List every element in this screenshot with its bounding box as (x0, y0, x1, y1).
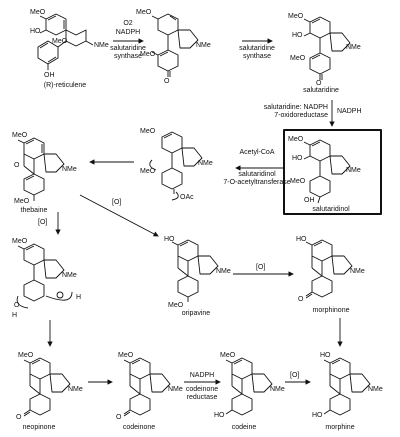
salutaridinol-ho-label: HO (292, 155, 303, 162)
codeinone-reductase-reagent: NADPH (189, 372, 215, 379)
reticuline-meo-label: MeO (30, 9, 46, 16)
mechanism-nme-label: NMe (62, 272, 77, 279)
salutaridine-meo-label: MeO (288, 13, 304, 20)
morphinone-nme-label: NMe (350, 268, 365, 275)
reticuline-name: (R)-reticulene (43, 82, 87, 89)
intermediate-meo-label: MeO (136, 9, 152, 16)
neopinone-meo-label: MeO (18, 352, 34, 359)
step1-reagent-nadph: NADPH (115, 29, 141, 36)
reticuline-oh-label: OH (44, 72, 55, 79)
intermediate-1-structure (151, 13, 199, 77)
reticuline-ho-label: HO (30, 28, 41, 35)
thebaine-meo2-label: MeO (14, 198, 30, 205)
oripavine-nme-label: NMe (216, 268, 231, 275)
salutaridinol-meo2-label: MeO (290, 178, 306, 185)
step3-enzyme-line2: 7-oxidoreductase (274, 112, 328, 119)
mechanism-h-label: H (12, 312, 18, 319)
salutaridine-meo2-label: MeO (290, 55, 306, 62)
step3-enzyme-line1: salutaridine: NADPH (263, 104, 328, 111)
mechanism-o-label: O (14, 302, 20, 309)
morphine-ho-label: HO (320, 352, 331, 359)
reticuline-structure (37, 13, 94, 70)
thebaine-structure (17, 137, 65, 201)
mechanism-h2-label: H (76, 294, 82, 301)
oxidation-label-3: [O] (256, 264, 266, 271)
oxidation-label-1: [O] (38, 219, 48, 226)
morphinone-ho-label: HO (296, 236, 307, 243)
morphine-structure (323, 357, 371, 416)
reticuline-nme-label: NMe (94, 42, 109, 49)
step1-enzyme-line2: synthase (113, 53, 143, 60)
acetate-structure (149, 131, 203, 201)
acetate-meo-label: MeO (140, 128, 156, 135)
step1-reagent-o2: O2 (123, 20, 133, 27)
step4-enzyme-line1: salutaridinol (238, 171, 276, 178)
codeine-structure (225, 357, 273, 416)
intermediate-meo2-label: MeO (140, 51, 156, 58)
salutaridinol-structure (303, 139, 351, 204)
mechanism-meo-label: MeO (12, 238, 28, 245)
neopinone-name: neopinone (22, 424, 56, 431)
morphine-name: morphine (325, 424, 355, 431)
codeinone-meo-label: MeO (118, 352, 134, 359)
intermediate-o-label: O (164, 78, 170, 85)
salutaridinol-oh-label: OH (304, 197, 315, 204)
neopinone-structure (23, 357, 71, 417)
acetate-nme-label: NMe (198, 160, 213, 167)
oripavine-meo-label: MeO (168, 302, 184, 309)
step2-enzyme-line1: salutaridine (239, 45, 275, 52)
step4-reagent: Acetyl-CoA (239, 149, 275, 156)
oripavine-name: oripavine (181, 310, 211, 317)
oripavine-ho-label: HO (164, 236, 175, 243)
salutaridine-name: salutaridine (303, 87, 339, 94)
oripavine-structure (171, 239, 219, 302)
acetate-meo2-label: MeO (140, 168, 156, 175)
salutaridine-ho-label: HO (292, 32, 303, 39)
mechanism-structure (16, 243, 73, 309)
oxidation-label-2: [O] (112, 199, 122, 206)
morphinone-structure (305, 239, 353, 299)
codeinone-name: codeinone (122, 424, 156, 431)
salutaridinol-name: salutaridinol (312, 206, 350, 213)
step3-reagent-nadph: NADPH (337, 108, 362, 115)
morphine-ho2-label: HO (312, 412, 323, 419)
codeine-nme-label: NMe (270, 386, 285, 393)
codeine-meo-label: MeO (220, 352, 236, 359)
morphinone-name: morphinone (312, 307, 350, 314)
thebaine-name: thebaine (20, 207, 48, 214)
codeine-ho-label: HO (214, 412, 225, 419)
salutaridine-structure (303, 16, 351, 80)
step1-enzyme-line1: salutaridine (110, 45, 146, 52)
codeinone-nme-label: NMe (168, 386, 183, 393)
salutaridinol-nme-label: NMe (346, 167, 361, 174)
salutaridine-o-label: O (316, 80, 322, 87)
acetate-oac-label: OAc (180, 194, 194, 201)
thebaine-meo-label: MeO (12, 132, 28, 139)
thebaine-o-label: O (14, 162, 20, 169)
salutaridinol-meo-label: MeO (288, 136, 304, 143)
neopinone-nme-label: NMe (68, 386, 83, 393)
step2-enzyme-line2: synthase (242, 53, 272, 60)
morphine-nme-label: NMe (368, 386, 383, 393)
reticuline-meo2-label: MeO (52, 38, 68, 45)
oxidation-label-4: [O] (290, 372, 300, 379)
neopinone-o-label: O (16, 414, 22, 421)
intermediate-nme-label: NMe (196, 42, 211, 49)
codeinone-o-label: O (116, 414, 122, 421)
codeinone-reductase-line2: reductase (186, 394, 218, 401)
arrow-thebaine-to-oripavine (79, 194, 159, 237)
morphinone-o-label: O (298, 296, 304, 303)
codeinone-reductase-line1: codeinone (185, 386, 219, 393)
codeine-name: codeine (231, 424, 257, 431)
thebaine-nme-label: NMe (62, 166, 77, 173)
codeinone-structure (123, 357, 171, 417)
step4-enzyme-line2: 7-O-acetyltransferase (223, 179, 291, 186)
salutaridine-nme-label: NMe (346, 44, 361, 51)
